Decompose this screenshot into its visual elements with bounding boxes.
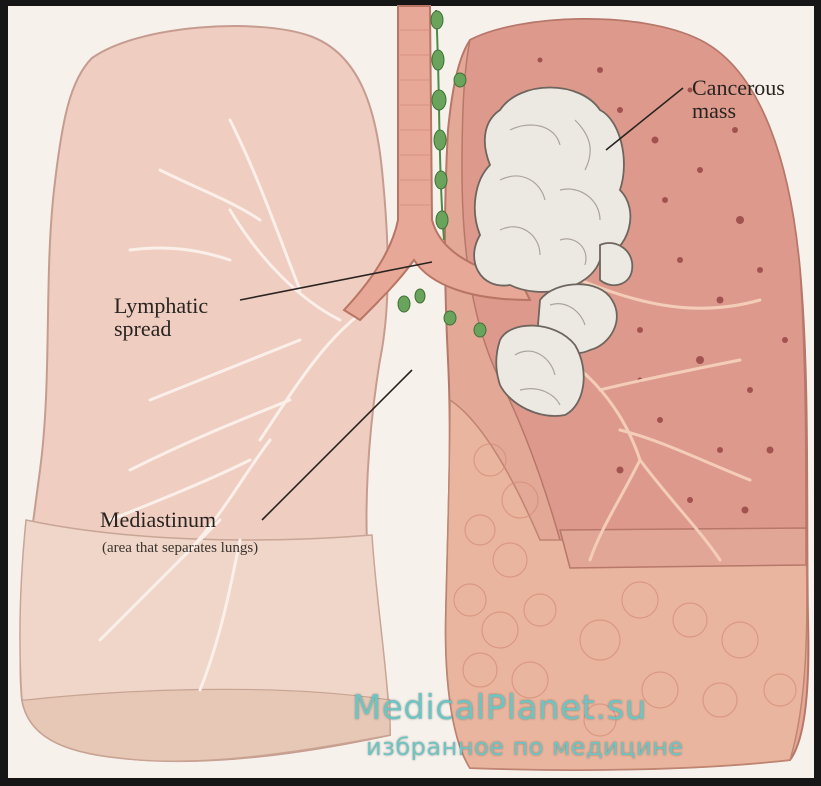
right-lung-slab — [560, 528, 806, 568]
watermark-tagline: избранное по медицине — [366, 733, 684, 761]
watermark-site: MedicalPlanet.su — [352, 688, 647, 728]
lymphatic-spread-label: Lymphatic spread — [114, 294, 208, 340]
mediastinum-label: Mediastinum — [100, 508, 216, 531]
mediastinum-note: (area that separates lungs) — [102, 541, 258, 557]
cancerous-mass-label: Cancerous mass — [692, 76, 785, 122]
